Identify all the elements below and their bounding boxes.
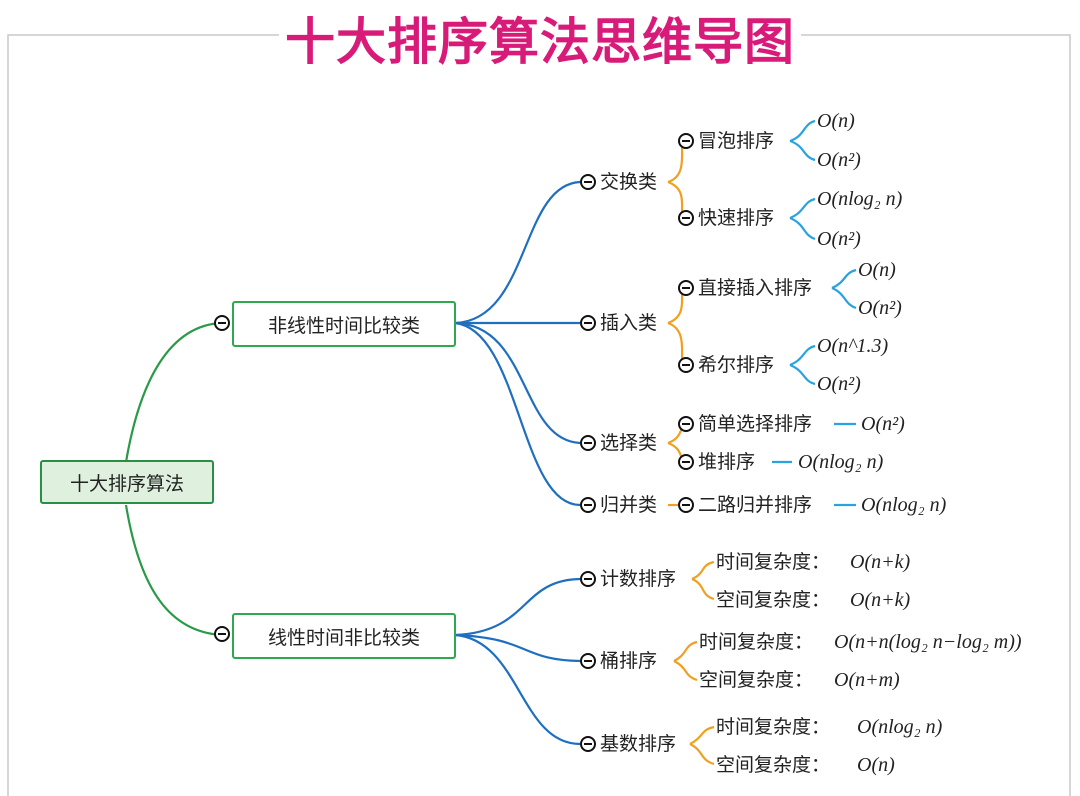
edge-root-linear <box>124 504 223 637</box>
collapse-icon[interactable] <box>214 315 230 331</box>
algo-bucket[interactable]: 桶排序 <box>600 650 658 672</box>
algo-direct-insert[interactable]: 直接插入排序 <box>698 277 813 299</box>
algo-bubble[interactable]: 冒泡排序 <box>698 130 775 152</box>
collapse-icon[interactable] <box>678 454 694 470</box>
group-linear-label: 线性时间非比较类 <box>267 626 420 649</box>
algo-two-way-merge[interactable]: 二路归并排序 <box>698 494 813 516</box>
group-nonlinear[interactable]: 非线性时间比较类 <box>232 301 456 347</box>
complexity: O(n²) <box>858 297 902 319</box>
collapse-icon[interactable] <box>580 315 596 331</box>
space-label: 空间复杂度： <box>699 669 814 691</box>
complexity: O(n²) <box>817 149 861 171</box>
complexity: O(n) <box>817 110 855 132</box>
complexity: O(n+k) <box>850 589 911 611</box>
collapse-icon[interactable] <box>580 571 596 587</box>
complexity: O(n+m) <box>834 669 900 691</box>
edges-linear <box>454 577 581 746</box>
group-nonlinear-label: 非线性时间比较类 <box>267 314 420 337</box>
group-linear[interactable]: 线性时间非比较类 <box>232 613 456 659</box>
algo-counting[interactable]: 计数排序 <box>600 568 677 590</box>
collapse-icon[interactable] <box>678 416 694 432</box>
collapse-icon[interactable] <box>580 174 596 190</box>
root-node[interactable]: 十大排序算法 <box>40 460 214 504</box>
collapse-icon[interactable] <box>678 497 694 513</box>
edges-nonlinear <box>454 180 581 507</box>
complexity: O(n+n(log₂ n−log₂ m)) <box>834 631 1022 653</box>
collapse-icon[interactable] <box>678 357 694 373</box>
category-exchange[interactable]: 交换类 <box>600 171 658 193</box>
edge-root-nonlinear <box>124 321 223 463</box>
category-merge[interactable]: 归并类 <box>600 494 658 516</box>
edges-orange <box>667 140 715 766</box>
complexity: O(nlog₂ n) <box>817 188 903 210</box>
complexity: O(nlog₂ n) <box>798 451 884 473</box>
collapse-icon[interactable] <box>580 736 596 752</box>
collapse-icon[interactable] <box>580 653 596 669</box>
complexity: O(n+k) <box>850 551 911 573</box>
time-label: 时间复杂度： <box>716 551 831 573</box>
root-label: 十大排序算法 <box>69 472 184 495</box>
algo-heap[interactable]: 堆排序 <box>698 451 756 473</box>
complexity: O(nlog₂ n) <box>861 494 947 516</box>
edges-lightblue <box>772 119 857 507</box>
category-select[interactable]: 选择类 <box>600 432 658 454</box>
algo-quick[interactable]: 快速排序 <box>698 207 775 229</box>
complexity: O(n²) <box>817 373 861 395</box>
complexity: O(nlog₂ n) <box>857 716 943 738</box>
collapse-icon[interactable] <box>678 280 694 296</box>
complexity: O(n²) <box>817 228 861 250</box>
collapse-icon[interactable] <box>214 626 230 642</box>
complexity: O(n) <box>857 754 895 776</box>
page-title: 十大排序算法思维导图 <box>0 2 1080 74</box>
collapse-icon[interactable] <box>580 497 596 513</box>
complexity: O(n²) <box>861 413 905 435</box>
space-label: 空间复杂度： <box>716 589 831 611</box>
collapse-icon[interactable] <box>580 435 596 451</box>
time-label: 时间复杂度： <box>716 716 831 738</box>
category-insert[interactable]: 插入类 <box>600 312 658 334</box>
complexity: O(n) <box>858 259 896 281</box>
space-label: 空间复杂度： <box>716 754 831 776</box>
algo-shell[interactable]: 希尔排序 <box>698 354 775 376</box>
collapse-icon[interactable] <box>678 210 694 226</box>
algo-radix[interactable]: 基数排序 <box>600 733 677 755</box>
complexity: O(n^1.3) <box>817 335 889 357</box>
collapse-icon[interactable] <box>678 133 694 149</box>
time-label: 时间复杂度： <box>699 631 814 653</box>
algo-simple-select[interactable]: 简单选择排序 <box>698 413 813 435</box>
